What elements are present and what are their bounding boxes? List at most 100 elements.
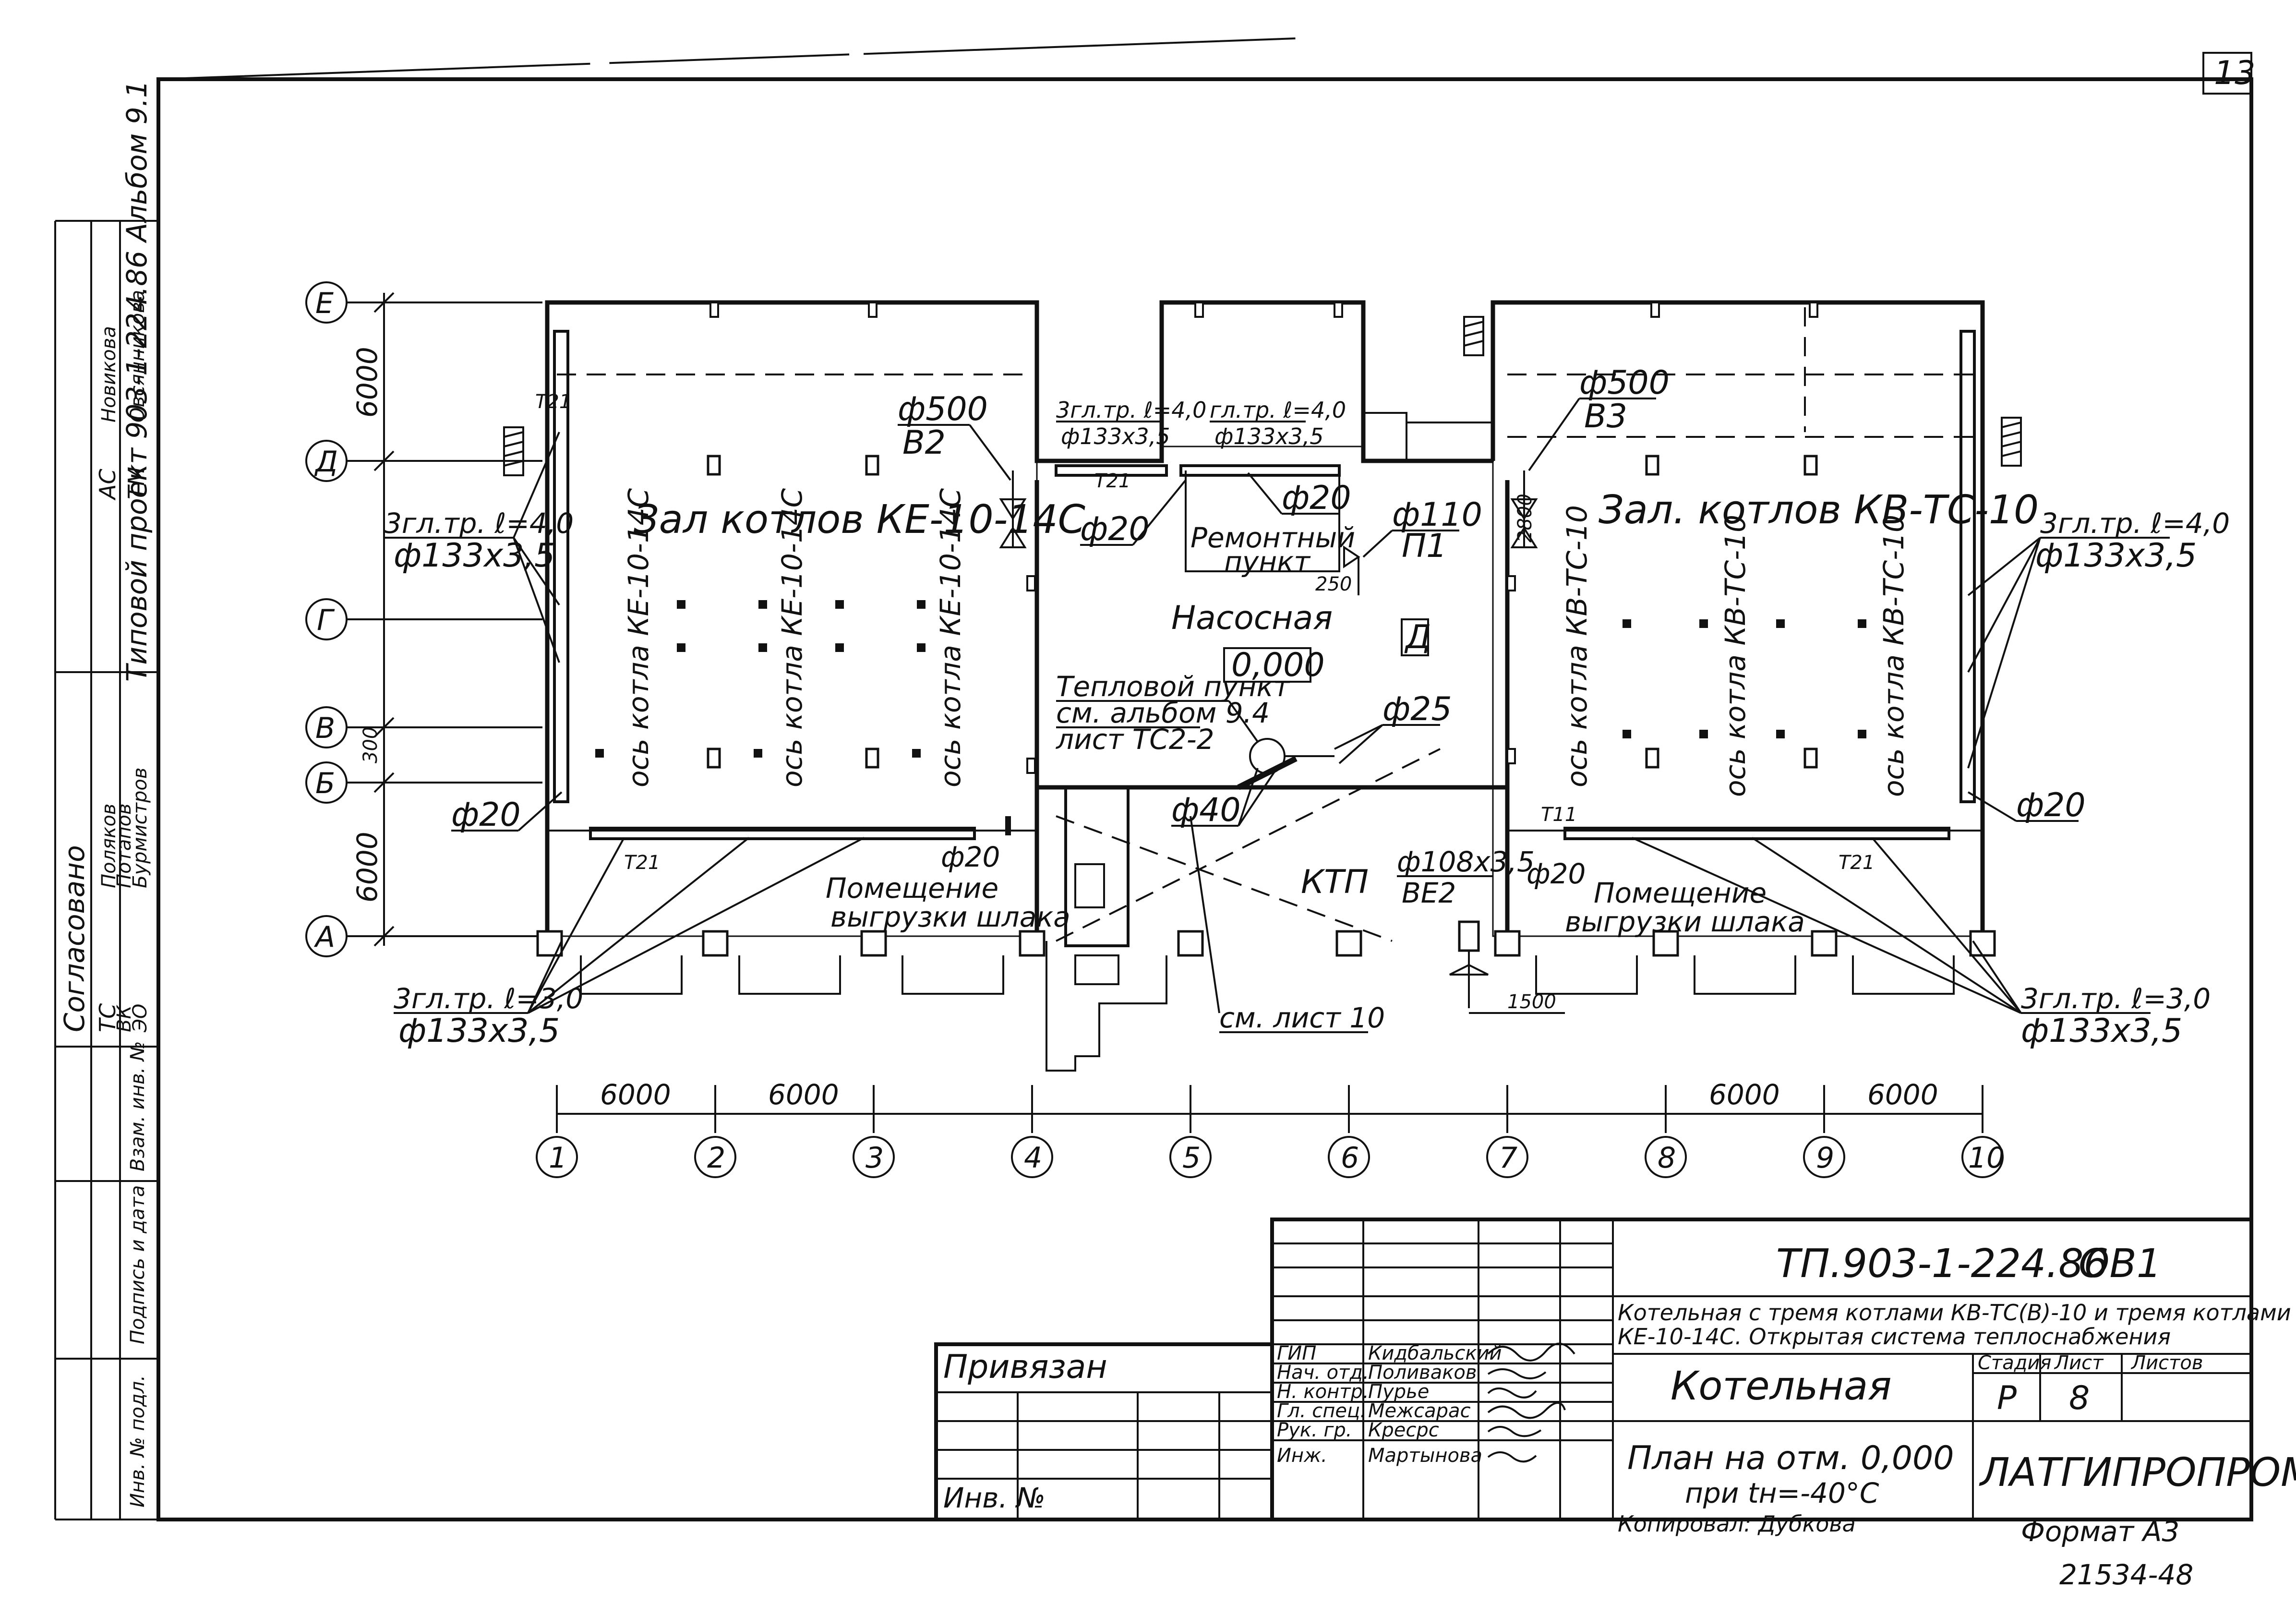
f40-label: ф40	[1171, 791, 1241, 829]
tb-person-1: Кидбальский	[1368, 1342, 1502, 1364]
ve2-mark: ВЕ2	[1402, 877, 1456, 909]
col-axis-3: 3	[853, 1085, 895, 1178]
v2-diameter: ф500	[898, 390, 988, 428]
svg-text:3: 3	[866, 1141, 884, 1175]
see-sheet-10: см. лист 10	[1219, 1001, 1385, 1034]
col-axis-5: 5	[1169, 1085, 1212, 1178]
row-axis-G: Г	[305, 598, 542, 640]
svg-text:5: 5	[1182, 1141, 1201, 1175]
col-axis-10: 10	[1961, 1085, 2005, 1178]
boiler-axis-left-1: ось котла КЕ-10-14С	[622, 488, 655, 787]
svg-text:2: 2	[707, 1141, 725, 1175]
heat-point-2: см. альбом 9.4	[1056, 697, 1270, 729]
tb-stage-value: Р	[1997, 1379, 2017, 1417]
row-axis-B: Б	[305, 761, 542, 804]
row-axes: Е Д Г В Б А	[305, 281, 542, 957]
col-axis-4: 4	[1011, 1085, 1053, 1178]
boiler-axis-left-2: ось котла КЕ-10-14С	[776, 488, 808, 787]
side-row-ts: ТС	[95, 1003, 120, 1032]
left-hall-label: Зал котлов КЕ-10-14С	[634, 497, 1085, 543]
tb-mark: ОВ1	[2079, 1241, 2162, 1287]
t21-right-bottom: Т21	[1839, 852, 1875, 874]
ve2-diameter: ф108х3,5	[1397, 845, 1535, 878]
reg-top-b-1: гл.тр. ℓ=4,0	[1210, 397, 1346, 423]
tb-role-1: ГИП	[1277, 1342, 1316, 1364]
fan-v2	[999, 470, 1027, 548]
heat-point-symbol	[1249, 738, 1286, 774]
col-axis-8: 8	[1645, 1085, 1687, 1178]
f20-left: ф20	[451, 796, 521, 834]
column-axes: 1 2 3 4 5 6 7 8 9 10 6000 6000 6000 6000	[536, 1078, 2005, 1178]
p1-diameter: ф110	[1392, 496, 1482, 534]
f20-slag-left: ф20	[941, 841, 1000, 873]
tb-role-2: Нач. отд.	[1277, 1362, 1369, 1384]
tb-description-1: Котельная с тремя котлами КВ-ТС(В)-10 и …	[1618, 1300, 2291, 1326]
side-name-3: Поляков	[98, 804, 120, 888]
reg-left-bottom-2: ф133х3,5	[398, 1012, 560, 1050]
boiler-axis-left-3: ось котла КЕ-10-14С	[934, 488, 967, 787]
building-plan	[536, 300, 1996, 1072]
v3-mark: В3	[1584, 398, 1627, 435]
tb-person-5: Кресрс	[1368, 1419, 1439, 1441]
tb-inv: Инв. №	[943, 1482, 1046, 1514]
reg-right-bottom-2: ф133х3,5	[2021, 1012, 2182, 1050]
signatures	[1487, 1342, 1575, 1463]
f20-right: ф20	[2016, 786, 2086, 824]
svg-text:9: 9	[1816, 1141, 1834, 1175]
heating-pipes	[503, 316, 2022, 1008]
side-name-1: Новикова	[98, 326, 120, 422]
dim-2800: 2800	[1514, 494, 1536, 543]
room-tag: Д	[1404, 618, 1431, 656]
annotations: Тепловой пункт см. альбом 9.4 лист ТС2-2…	[384, 364, 2230, 1050]
room-labels: Зал котлов КЕ-10-14С Зал. котлов КВ-ТС-1…	[634, 487, 2039, 938]
supply-p1	[1343, 545, 1360, 595]
tb-building: Котельная	[1671, 1363, 1892, 1409]
slag-left-2: выгрузки шлака	[830, 901, 1070, 933]
dim-bottom-1: 6000	[600, 1078, 671, 1111]
row-axis-D: Д	[305, 440, 542, 482]
right-hall-label: Зал. котлов КВ-ТС-10	[1599, 487, 2039, 533]
v2-mark: В2	[902, 424, 946, 462]
tb-copied: Копировал: Дубкова	[1618, 1511, 1856, 1537]
pump-room-label: Насосная	[1171, 599, 1333, 637]
slag-right-1: Помещение	[1594, 877, 1767, 909]
col-axis-9: 9	[1803, 1085, 1845, 1178]
repair-label-1: Ремонтный	[1190, 521, 1355, 554]
svg-text:10: 10	[1968, 1141, 2005, 1175]
reg-left-top-2: ф133х3,5	[394, 537, 555, 575]
level-box	[1223, 647, 1311, 683]
t21-left-bottom: Т21	[624, 852, 660, 874]
v3-diameter: ф500	[1579, 364, 1670, 402]
repair-label-2: пункт	[1224, 545, 1311, 578]
sheet-number: 13	[2214, 54, 2256, 92]
boiler-axis-right-2: ось котла КВ-ТС-10	[1719, 515, 1752, 797]
t21-annex: Т21	[1094, 470, 1130, 492]
svg-text:В: В	[315, 712, 335, 745]
reg-left-top-1: 3гл.тр. ℓ=4,0	[384, 507, 574, 540]
svg-text:7: 7	[1499, 1141, 1517, 1175]
room-tag-box	[1401, 618, 1429, 656]
tb-org: ЛАТГИПРОПРОМ	[1979, 1450, 2296, 1495]
tb-tied: Привязан	[943, 1348, 1107, 1386]
tb-order: 21534-48	[2059, 1558, 2193, 1591]
reg-top-b-2: ф133х3,5	[1214, 423, 1324, 449]
p1-mark: П1	[1402, 527, 1447, 565]
boiler-axis-labels: ось котла КЕ-10-14С ось котла КЕ-10-14С …	[622, 488, 1910, 797]
dim-250: 250	[1315, 573, 1352, 595]
side-stamp-strip: Типовой проект 903-1-224.86 Альбом 9.1 С…	[54, 80, 158, 1520]
tb-drawing-1: План на отм. 0,000	[1627, 1439, 1954, 1477]
louvre-top	[1463, 316, 1484, 356]
heat-point-1: Тепловой пункт	[1056, 670, 1291, 703]
louvre-right	[2001, 417, 2022, 467]
row-axis-A: А	[305, 915, 542, 957]
side-inv-original: Инв. № подл.	[127, 1375, 149, 1507]
svg-text:Г: Г	[317, 603, 335, 637]
tb-sheet-header: Лист	[2054, 1352, 2104, 1374]
side-row-vk: ВК	[113, 1005, 135, 1032]
col-axis-1: 1	[536, 1085, 578, 1178]
tb-format: Формат А3	[2021, 1515, 2179, 1548]
dim-1500: 1500	[1507, 991, 1556, 1013]
sheet-frame: 13	[156, 37, 2256, 1521]
f20-repair: ф20	[1282, 479, 1351, 517]
